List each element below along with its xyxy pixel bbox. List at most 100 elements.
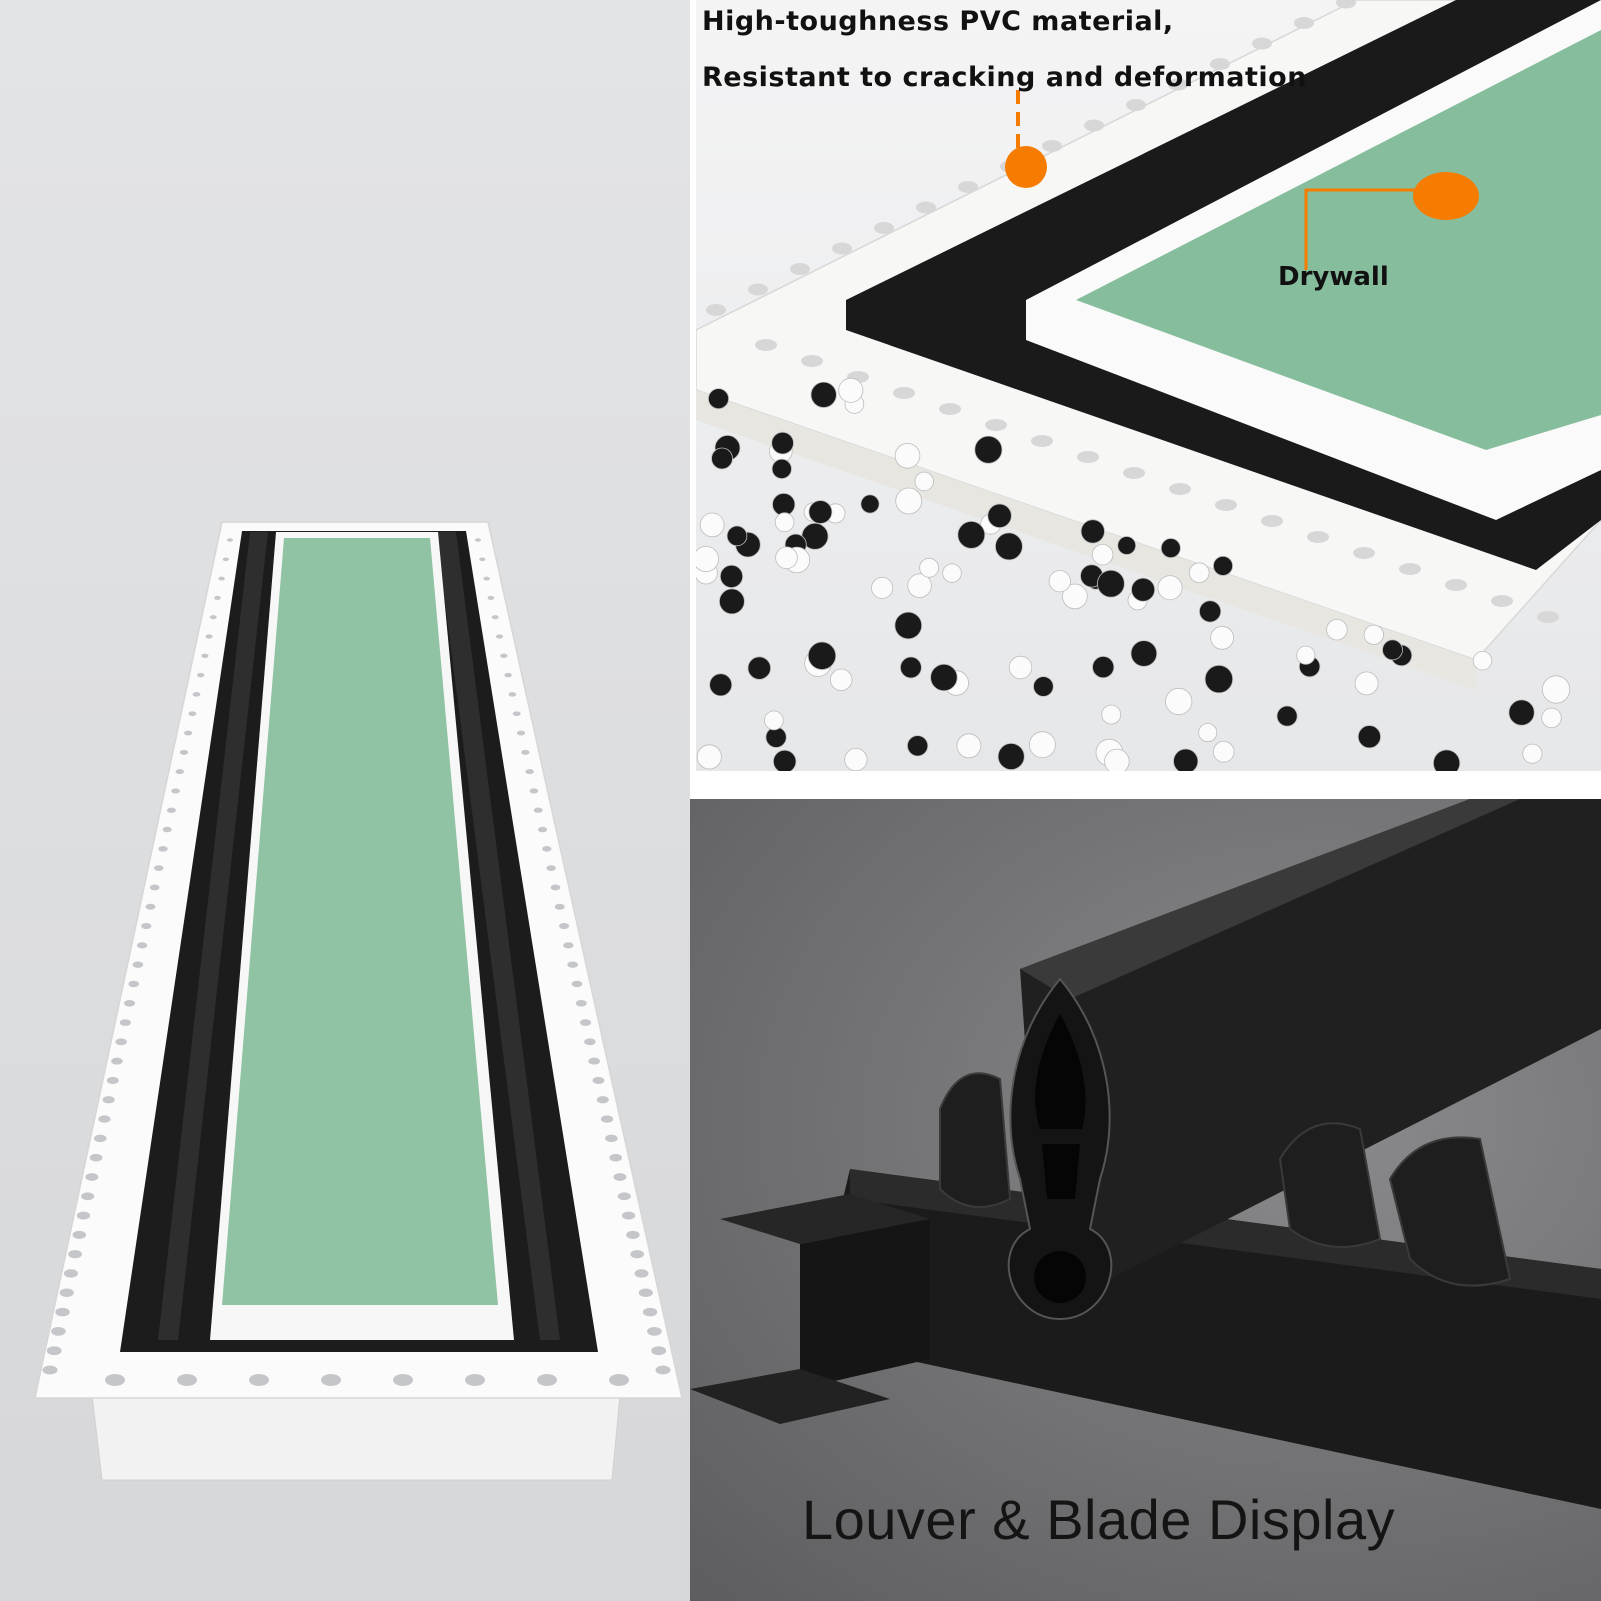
frame-hole bbox=[196, 672, 205, 678]
pvc-pellet bbox=[1130, 640, 1158, 667]
frame-hole bbox=[1215, 499, 1237, 511]
pvc-pellet bbox=[775, 546, 798, 570]
frame-hole bbox=[529, 788, 539, 794]
frame-hole bbox=[1077, 451, 1099, 463]
pvc-pellet bbox=[957, 521, 986, 549]
frame-hole bbox=[500, 653, 508, 658]
frame-hole bbox=[550, 884, 561, 891]
louver-profile-illustration bbox=[690, 799, 1601, 1509]
frame-hole bbox=[55, 1307, 70, 1317]
pvc-pellet bbox=[807, 641, 837, 671]
pvc-pellet bbox=[1212, 740, 1235, 763]
frame-hole bbox=[166, 807, 176, 813]
frame-hole bbox=[832, 242, 852, 255]
product-photo-panel bbox=[0, 0, 690, 1601]
pvc-pellet bbox=[1198, 723, 1218, 743]
pvc-pellet bbox=[1188, 562, 1210, 583]
pvc-pellet bbox=[771, 431, 794, 455]
frame-hole bbox=[1252, 37, 1272, 50]
blade-highlight bbox=[1020, 799, 1520, 999]
frame-hole bbox=[525, 769, 534, 775]
frame-hole bbox=[579, 1019, 592, 1026]
pvc-pellet bbox=[810, 381, 837, 408]
pvc-pellet bbox=[1357, 725, 1382, 749]
pvc-pellet bbox=[942, 563, 962, 583]
frame-hole bbox=[158, 846, 168, 852]
frame-hole bbox=[85, 1173, 99, 1181]
pvc-pellet bbox=[726, 525, 748, 547]
frame-hole bbox=[154, 865, 164, 872]
pvc-pellet bbox=[974, 435, 1003, 464]
frame-hole bbox=[617, 1192, 631, 1201]
frame-hole bbox=[205, 634, 213, 639]
pvc-pellet bbox=[914, 471, 934, 492]
pvc-pellet bbox=[1382, 639, 1403, 661]
pvc-pellet bbox=[696, 744, 722, 770]
frame-hole bbox=[554, 903, 565, 910]
frame-hole bbox=[613, 1173, 627, 1181]
frame-hole bbox=[558, 922, 570, 930]
frame-hole bbox=[638, 1288, 653, 1298]
bracket-top bbox=[720, 1194, 930, 1244]
pvc-pellet bbox=[1213, 555, 1234, 576]
drywall-board bbox=[222, 538, 498, 1305]
pvc-pellet bbox=[1008, 655, 1033, 680]
frame-hole bbox=[1307, 531, 1329, 543]
frame-hole bbox=[1042, 140, 1062, 152]
frame-hole bbox=[533, 807, 543, 813]
pvc-pellet bbox=[907, 735, 929, 757]
frame-hole bbox=[755, 339, 777, 351]
pvc-pellet bbox=[711, 447, 733, 470]
clip bbox=[1278, 1122, 1382, 1248]
frame-hole bbox=[115, 1038, 127, 1046]
frame-hole bbox=[89, 1153, 103, 1162]
frame-hole bbox=[634, 1269, 649, 1278]
pvc-pellet bbox=[919, 557, 940, 578]
frame-hole bbox=[93, 1134, 107, 1143]
pvc-pellet bbox=[1210, 625, 1234, 650]
pvc-pellet bbox=[1131, 577, 1156, 602]
frame-holes bbox=[706, 0, 1559, 623]
pvc-pellet bbox=[860, 494, 880, 514]
frame-hole bbox=[508, 692, 517, 697]
frame-hole bbox=[563, 942, 574, 949]
right-rail bbox=[436, 532, 560, 1340]
frame-hole bbox=[916, 201, 936, 214]
frame-hole bbox=[76, 1211, 91, 1220]
frame-hole bbox=[63, 1269, 78, 1278]
drywall-callout-line bbox=[1304, 188, 1421, 270]
pvc-pellet bbox=[1165, 687, 1193, 716]
pvc-pellet bbox=[829, 668, 853, 692]
pvc-pellet bbox=[1048, 570, 1071, 593]
pvc-pellet bbox=[899, 656, 922, 679]
material-detail-panel: High-toughness PVC material, Resistant t… bbox=[696, 0, 1601, 771]
frame-hole bbox=[51, 1327, 66, 1336]
profile-chamber-lower bbox=[1042, 1144, 1080, 1199]
pvc-pellet bbox=[1080, 519, 1105, 544]
profile-round-chamber bbox=[1034, 1251, 1086, 1303]
frame-hole bbox=[592, 1076, 605, 1085]
frame-hole bbox=[479, 557, 486, 562]
frame-hole bbox=[588, 1057, 600, 1065]
frame-hole bbox=[939, 403, 961, 415]
frame-hole bbox=[1084, 119, 1104, 132]
material-caption-line-2: Resistant to cracking and deformation bbox=[702, 62, 1307, 93]
frame-hole bbox=[106, 1076, 119, 1085]
pvc-pellet bbox=[1508, 699, 1535, 726]
frame-hole bbox=[596, 1096, 609, 1104]
frame-hole bbox=[491, 615, 499, 620]
frame-hole bbox=[192, 692, 201, 697]
frame-hole bbox=[537, 1374, 557, 1386]
pvc-pellet bbox=[871, 576, 894, 599]
frame-hole bbox=[542, 846, 552, 852]
clip bbox=[1388, 1136, 1512, 1287]
left-rail bbox=[158, 532, 268, 1340]
frame-hole bbox=[119, 1019, 131, 1026]
frame-hole bbox=[177, 1374, 197, 1386]
frame-hole bbox=[171, 788, 180, 794]
frame-hole bbox=[184, 730, 193, 736]
frame-hole bbox=[227, 538, 233, 542]
frame-hole bbox=[609, 1374, 629, 1386]
access-panel-illustration bbox=[34, 521, 683, 1481]
drywall-callout-marker bbox=[1413, 172, 1479, 220]
